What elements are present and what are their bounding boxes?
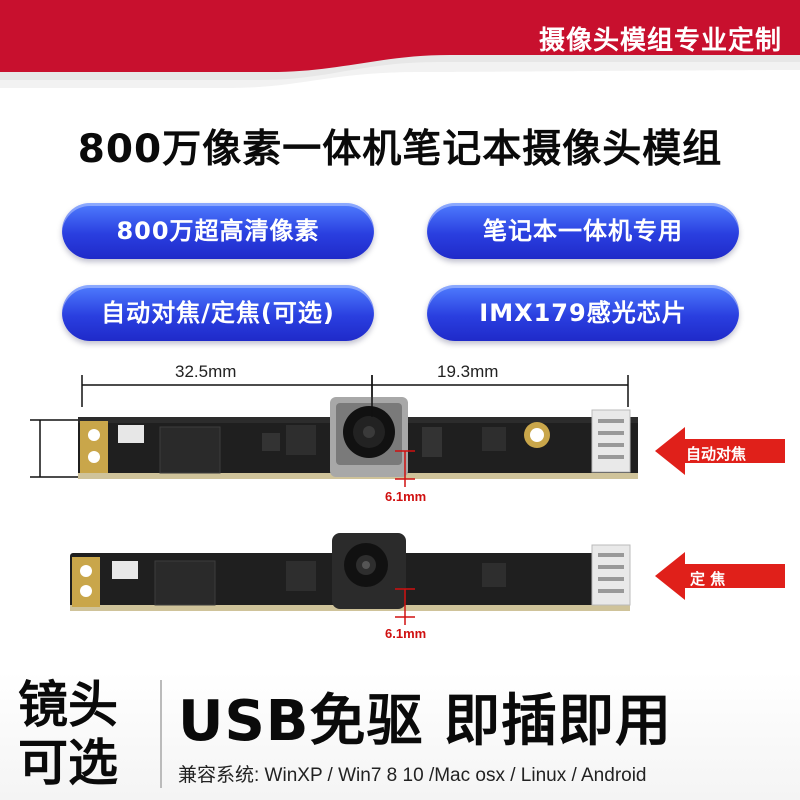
dimension-left-length: 32.5mm <box>175 362 237 381</box>
arrow-fixed-focus-icon <box>655 552 785 600</box>
dimension-lines <box>30 375 629 478</box>
top-banner: 摄像头模组专业定制 <box>0 0 800 88</box>
dimension-right-length: 19.3mm <box>437 362 499 381</box>
feature-badge-resolution: 800万超高清像素 <box>62 203 374 259</box>
module-label-fixed-focus: 定 焦 <box>690 570 726 588</box>
module-illustration <box>30 375 785 625</box>
module-label-autofocus: 自动对焦 <box>686 445 747 463</box>
lens-height-ff: 6.1mm <box>385 626 427 641</box>
page-title: 800万像素一体机笔记本摄像头模组 <box>77 127 723 172</box>
arrow-autofocus-icon <box>655 427 785 475</box>
module-autofocus <box>78 375 638 487</box>
module-fixed-focus <box>70 533 631 625</box>
feature-badge-sensor: IMX179感光芯片 <box>427 285 739 341</box>
banner-swoosh <box>0 0 800 88</box>
usb-tagline: USB免驱 即插即用 <box>178 689 672 754</box>
lens-height-af: 6.1mm <box>385 489 427 504</box>
lens-optional-title: 镜头可选 <box>18 676 118 792</box>
divider <box>160 680 162 788</box>
feature-badge-usage: 笔记本一体机专用 <box>427 203 739 259</box>
compat-systems: 兼容系统: WinXP / Win7 8 10 /Mac osx / Linux… <box>178 765 647 786</box>
feature-badge-focus: 自动对焦/定焦(可选) <box>62 285 374 341</box>
banner-title: 摄像头模组专业定制 <box>538 26 782 56</box>
bottom-band <box>0 672 800 800</box>
